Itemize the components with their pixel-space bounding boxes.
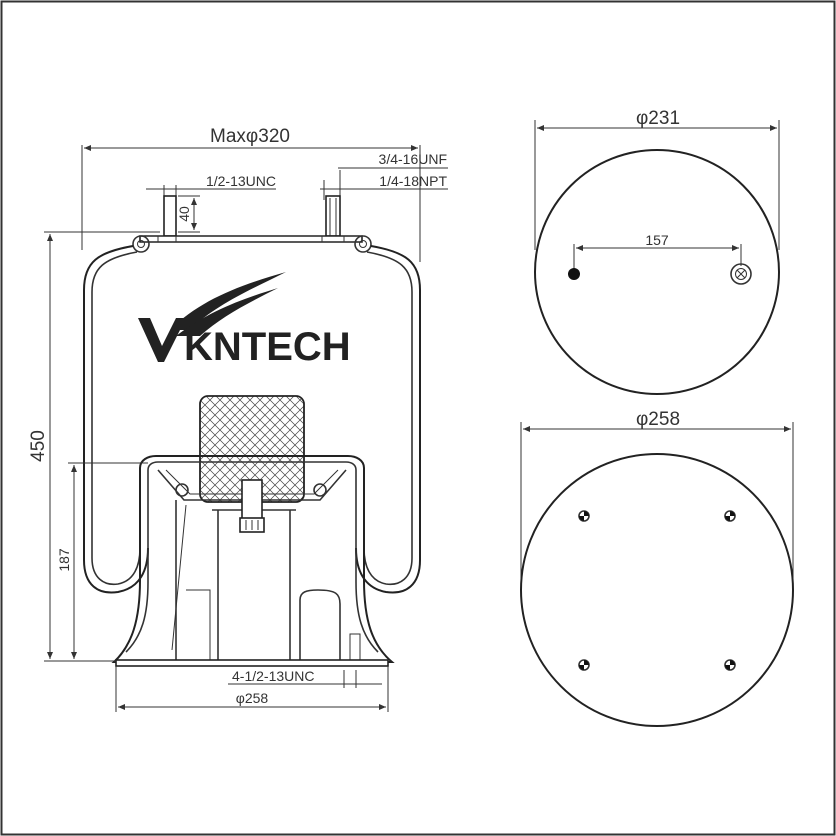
piston-inner-left xyxy=(125,470,149,653)
bellow-right-outer xyxy=(355,245,421,594)
logo-v-mark xyxy=(138,318,186,362)
stud-height-label: 40 xyxy=(176,206,192,222)
thread-top-right-1: 3/4-16UNF xyxy=(379,151,447,167)
side-view: Maxφ320 3/4-16UNF 1/4-18NPT 1/2-13UNC 40 xyxy=(28,126,448,712)
piston-boss xyxy=(349,633,361,663)
right-crimp-outer xyxy=(354,235,372,253)
hole-spacing-label: 157 xyxy=(645,232,669,248)
piston-crimp-right xyxy=(313,483,327,497)
bellow-right-inner xyxy=(363,251,413,586)
bottom-width-label: φ258 xyxy=(236,690,269,706)
right-stud xyxy=(325,195,341,237)
air-fitting-inner xyxy=(735,268,747,280)
piston-window xyxy=(299,589,341,662)
bottom-plate-circle xyxy=(520,453,794,727)
bolt-hole-bl xyxy=(578,659,590,671)
top-width-label: Maxφ320 xyxy=(210,126,290,147)
top-view: φ231 157 xyxy=(534,108,780,395)
logo-swoosh-2 xyxy=(176,288,278,336)
left-stud xyxy=(163,195,177,237)
piston-web-l xyxy=(186,589,211,662)
piston-base xyxy=(115,659,389,667)
brand-logo: KNTECH xyxy=(138,272,351,369)
bellow-left-inner xyxy=(91,251,141,586)
plate-ticks xyxy=(157,236,345,242)
right-crimp-inner xyxy=(359,240,367,248)
piston-outer xyxy=(111,455,395,663)
bellow-left-outer xyxy=(83,245,149,594)
center-bolt xyxy=(241,479,263,521)
bottom-view: φ258 xyxy=(520,409,794,727)
nut-flats xyxy=(245,520,259,530)
bolt-hole-br xyxy=(724,659,736,671)
piston-crimp-left xyxy=(175,483,189,497)
piston-rib-l xyxy=(171,504,187,651)
logo-swoosh-1 xyxy=(170,272,286,330)
piston-height-label: 187 xyxy=(56,548,72,572)
piston-inner-right xyxy=(147,461,379,653)
top-plate-circle xyxy=(534,149,780,395)
left-crimp-outer xyxy=(132,235,150,253)
bolt-hole-tl xyxy=(578,510,590,522)
top-bead-plate xyxy=(139,235,363,243)
thread-top-right-2: 1/4-18NPT xyxy=(379,173,447,189)
air-fitting-outer xyxy=(730,263,752,285)
left-crimp-inner xyxy=(137,240,145,248)
bottom-thread-label: 4-1/2-13UNC xyxy=(232,668,314,684)
logo-text: KNTECH xyxy=(184,325,351,369)
air-fitting-cross xyxy=(736,269,746,279)
overall-height-label: 450 xyxy=(28,430,49,462)
thread-top-left: 1/2-13UNC xyxy=(206,173,276,189)
stud-hole-solid xyxy=(568,268,580,280)
top-diameter-label: φ231 xyxy=(636,108,680,129)
bottom-diameter-label: φ258 xyxy=(636,409,680,430)
bolt-hole-tr xyxy=(724,510,736,522)
